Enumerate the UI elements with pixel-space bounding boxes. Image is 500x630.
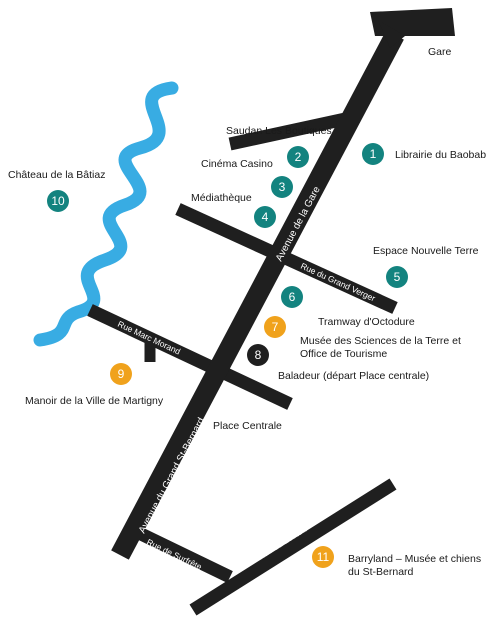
street-levant: [189, 478, 397, 616]
poi-label-3: Médiathèque: [191, 192, 252, 204]
river: [33, 81, 179, 347]
poi-label-4: Saudan Les Boutiques: [226, 125, 332, 137]
poi-pin-8[interactable]: 8: [247, 344, 269, 366]
label-place-centrale: Place Centrale: [213, 420, 282, 432]
label-gare: Gare: [428, 46, 452, 58]
poi-label-2: Cinéma Casino: [201, 158, 273, 170]
label-rue-du-grand-verger: Rue du Grand Verger: [299, 261, 377, 304]
poi-label-7: Musée des Sciences de la Terre et Office…: [300, 335, 461, 360]
poi-pin-9[interactable]: 9: [110, 363, 132, 385]
poi-label-10: Château de la Bâtiaz: [8, 169, 106, 181]
poi-label-11: Barryland – Musée et chiens du St-Bernar…: [348, 553, 482, 578]
poi-pin-2[interactable]: 2: [287, 146, 309, 168]
poi-label-5: Espace Nouvelle Terre: [373, 245, 479, 257]
poi-label-8: Baladeur (départ Place centrale): [278, 370, 430, 382]
avenue-main: [111, 30, 404, 560]
poi-pin-4[interactable]: 4: [254, 206, 276, 228]
poi-pin-1[interactable]: 1: [362, 143, 384, 165]
street-saudan-cross: [228, 111, 352, 151]
poi-label-9: Manoir de la Ville de Martigny: [25, 395, 164, 407]
poi-label-6: Tramway d'Octodure: [318, 316, 415, 328]
poi-pin-6[interactable]: 6: [281, 286, 303, 308]
street-marc-morand: [87, 304, 293, 410]
poi-pin-10[interactable]: 10: [47, 190, 69, 212]
poi-pin-5[interactable]: 5: [386, 266, 408, 288]
poi-label-1: Librairie du Baobab: [395, 149, 487, 161]
label-avenue-du-grand-st-bernard: Avenue du Grand St-Bernard: [137, 416, 207, 535]
poi-pin-11[interactable]: 11: [312, 546, 334, 568]
poi-pin-3[interactable]: 3: [271, 176, 293, 198]
gare-building: [370, 8, 455, 48]
poi-pin-7[interactable]: 7: [264, 316, 286, 338]
street-surfrete: [136, 527, 233, 583]
